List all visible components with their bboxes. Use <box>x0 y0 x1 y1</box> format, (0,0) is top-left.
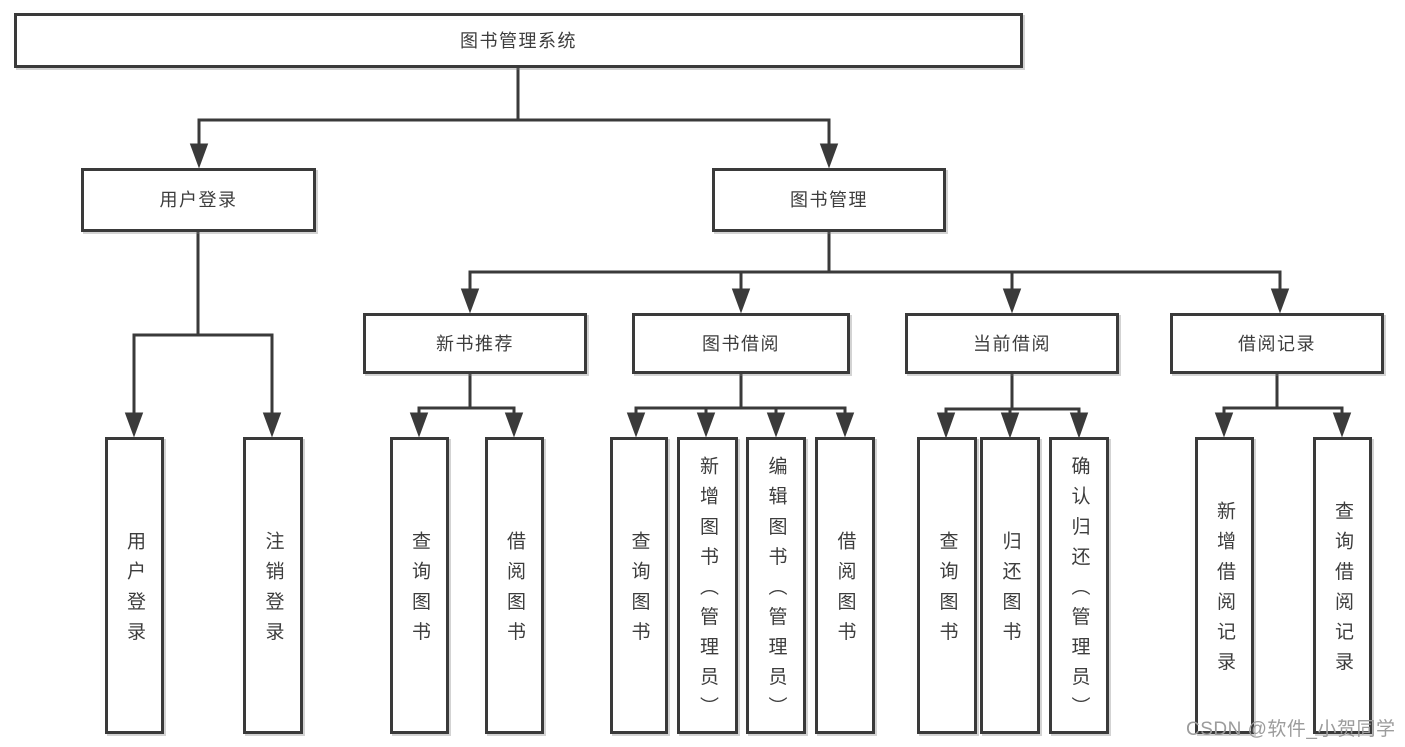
connector-root-to-branches <box>189 66 839 169</box>
connector-book-mgmt-sections <box>460 230 1290 314</box>
arrowhead-icon <box>696 412 716 438</box>
connector-book-borrow-children <box>626 372 855 438</box>
node-label: 用户登录 <box>124 530 145 652</box>
connector-new-book-children <box>409 372 524 438</box>
leaf-return-book: 归还图书 <box>980 437 1040 734</box>
arrowhead-icon <box>626 412 646 438</box>
node-label: 查询图书 <box>409 530 430 652</box>
arrowhead-icon <box>936 412 956 439</box>
node-root-system: 图书管理系统 <box>14 13 1023 68</box>
leaf-add-book-admin: 新增图书（管理员） <box>677 437 738 734</box>
arrowhead-icon <box>1214 412 1234 438</box>
connector-current-borrow-children <box>936 372 1089 439</box>
arrowhead-icon <box>1002 288 1022 314</box>
node-label: 归还图书 <box>999 530 1021 652</box>
arrowhead-icon <box>1270 288 1290 314</box>
node-label: 编辑图书（管理员） <box>765 455 787 727</box>
arrowhead-icon <box>819 143 839 169</box>
node-label: 确认归还（管理员） <box>1068 455 1090 727</box>
node-label: 用户登录 <box>159 190 238 210</box>
node-borrow-records: 借阅记录 <box>1170 313 1384 374</box>
node-label: 注销登录 <box>262 530 284 652</box>
arrowhead-icon <box>262 412 282 438</box>
connector-borrow-records-children <box>1214 372 1352 438</box>
leaf-add-borrow-record: 新增借阅记录 <box>1195 437 1254 734</box>
node-new-book-rec: 新书推荐 <box>363 313 587 374</box>
leaf-borrow-books-rec: 借阅图书 <box>485 437 544 734</box>
node-book-borrow: 图书借阅 <box>632 313 850 374</box>
leaf-logout: 注销登录 <box>243 437 303 734</box>
node-label: 新书推荐 <box>436 333 514 354</box>
arrowhead-icon <box>1000 412 1020 439</box>
node-label: 新增图书（管理员） <box>697 455 718 727</box>
leaf-edit-book-admin: 编辑图书（管理员） <box>746 437 806 734</box>
node-label: 查询图书 <box>628 530 650 652</box>
node-label: 图书管理系统 <box>460 30 577 51</box>
csdn-watermark: CSDN @软件_小贺同学 <box>1186 719 1396 740</box>
node-label: 图书管理 <box>790 190 868 210</box>
node-label: 图书借阅 <box>702 333 780 354</box>
node-user-login: 用户登录 <box>81 168 316 232</box>
arrowhead-icon <box>731 288 751 314</box>
node-label: 借阅记录 <box>1238 333 1316 354</box>
leaf-query-books-rec: 查询图书 <box>390 437 449 734</box>
arrowhead-icon <box>124 412 144 438</box>
node-book-mgmt: 图书管理 <box>712 168 946 232</box>
leaf-query-books-borrow: 查询图书 <box>610 437 668 734</box>
arrowhead-icon <box>504 412 524 438</box>
node-label: 借阅图书 <box>834 530 856 652</box>
arrowhead-icon <box>189 143 209 169</box>
leaf-confirm-return-admin: 确认归还（管理员） <box>1049 437 1109 734</box>
leaf-borrow-books: 借阅图书 <box>815 437 875 734</box>
arrowhead-icon <box>409 412 429 438</box>
connector-user-login-children <box>124 230 282 438</box>
arrowhead-icon <box>460 288 480 314</box>
arrowhead-icon <box>1069 412 1089 439</box>
leaf-query-borrow-record: 查询借阅记录 <box>1313 437 1372 734</box>
node-label: 借阅图书 <box>504 530 525 652</box>
arrowhead-icon <box>835 412 855 438</box>
arrowhead-icon <box>766 412 786 438</box>
node-label: 查询借阅记录 <box>1332 500 1353 682</box>
node-label: 当前借阅 <box>973 333 1051 354</box>
leaf-query-books-current: 查询图书 <box>917 437 977 734</box>
node-label: 新增借阅记录 <box>1214 500 1235 682</box>
node-current-borrow: 当前借阅 <box>905 313 1119 374</box>
node-label: 查询图书 <box>936 530 958 652</box>
leaf-user-login: 用户登录 <box>105 437 164 734</box>
arrowhead-icon <box>1332 412 1352 438</box>
